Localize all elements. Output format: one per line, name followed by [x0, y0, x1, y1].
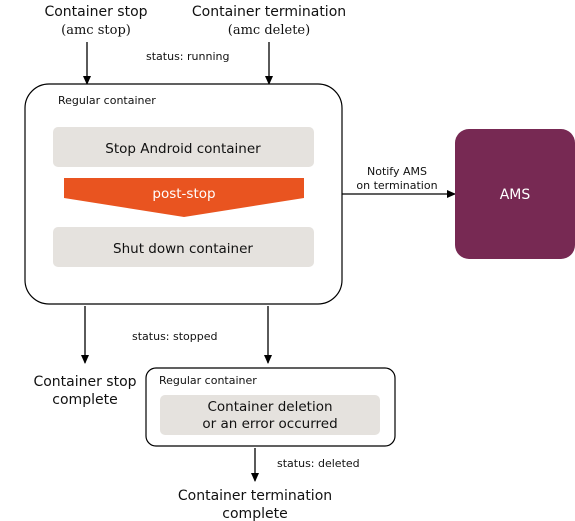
container-deletion-line2: or an error occurred	[202, 416, 337, 432]
status-running-label: status: running	[146, 50, 229, 63]
container-termination-command: (amc delete)	[228, 23, 310, 38]
container-termination-title: Container termination	[192, 4, 346, 20]
stop-android-container-label: Stop Android container	[105, 141, 261, 157]
stop-complete-line1: Container stop	[33, 374, 136, 390]
stop-android-container-step	[53, 127, 314, 167]
container-deletion-step	[160, 395, 380, 435]
post-stop-label: post-stop	[152, 186, 215, 202]
status-deleted-label: status: deleted	[277, 457, 360, 470]
stop-complete-line2: complete	[52, 392, 117, 408]
shut-down-container-step	[53, 227, 314, 267]
status-stopped-label: status: stopped	[132, 330, 218, 343]
ams-box	[455, 129, 575, 259]
notify-ams-line2: on termination	[356, 179, 437, 192]
ams-label: AMS	[500, 187, 531, 203]
shut-down-container-label: Shut down container	[113, 241, 253, 257]
container-deletion-line1: Container deletion	[207, 399, 332, 415]
regular-container-secondary-label: Regular container	[159, 374, 257, 387]
container-stop-command: (amc stop)	[61, 23, 131, 38]
notify-ams-line1: Notify AMS	[367, 165, 427, 178]
termination-complete-line1: Container termination	[178, 488, 332, 504]
container-stop-title: Container stop	[44, 4, 147, 20]
regular-container-main-label: Regular container	[58, 94, 156, 107]
post-stop-hook	[64, 178, 304, 217]
termination-complete-line2: complete	[222, 506, 287, 521]
